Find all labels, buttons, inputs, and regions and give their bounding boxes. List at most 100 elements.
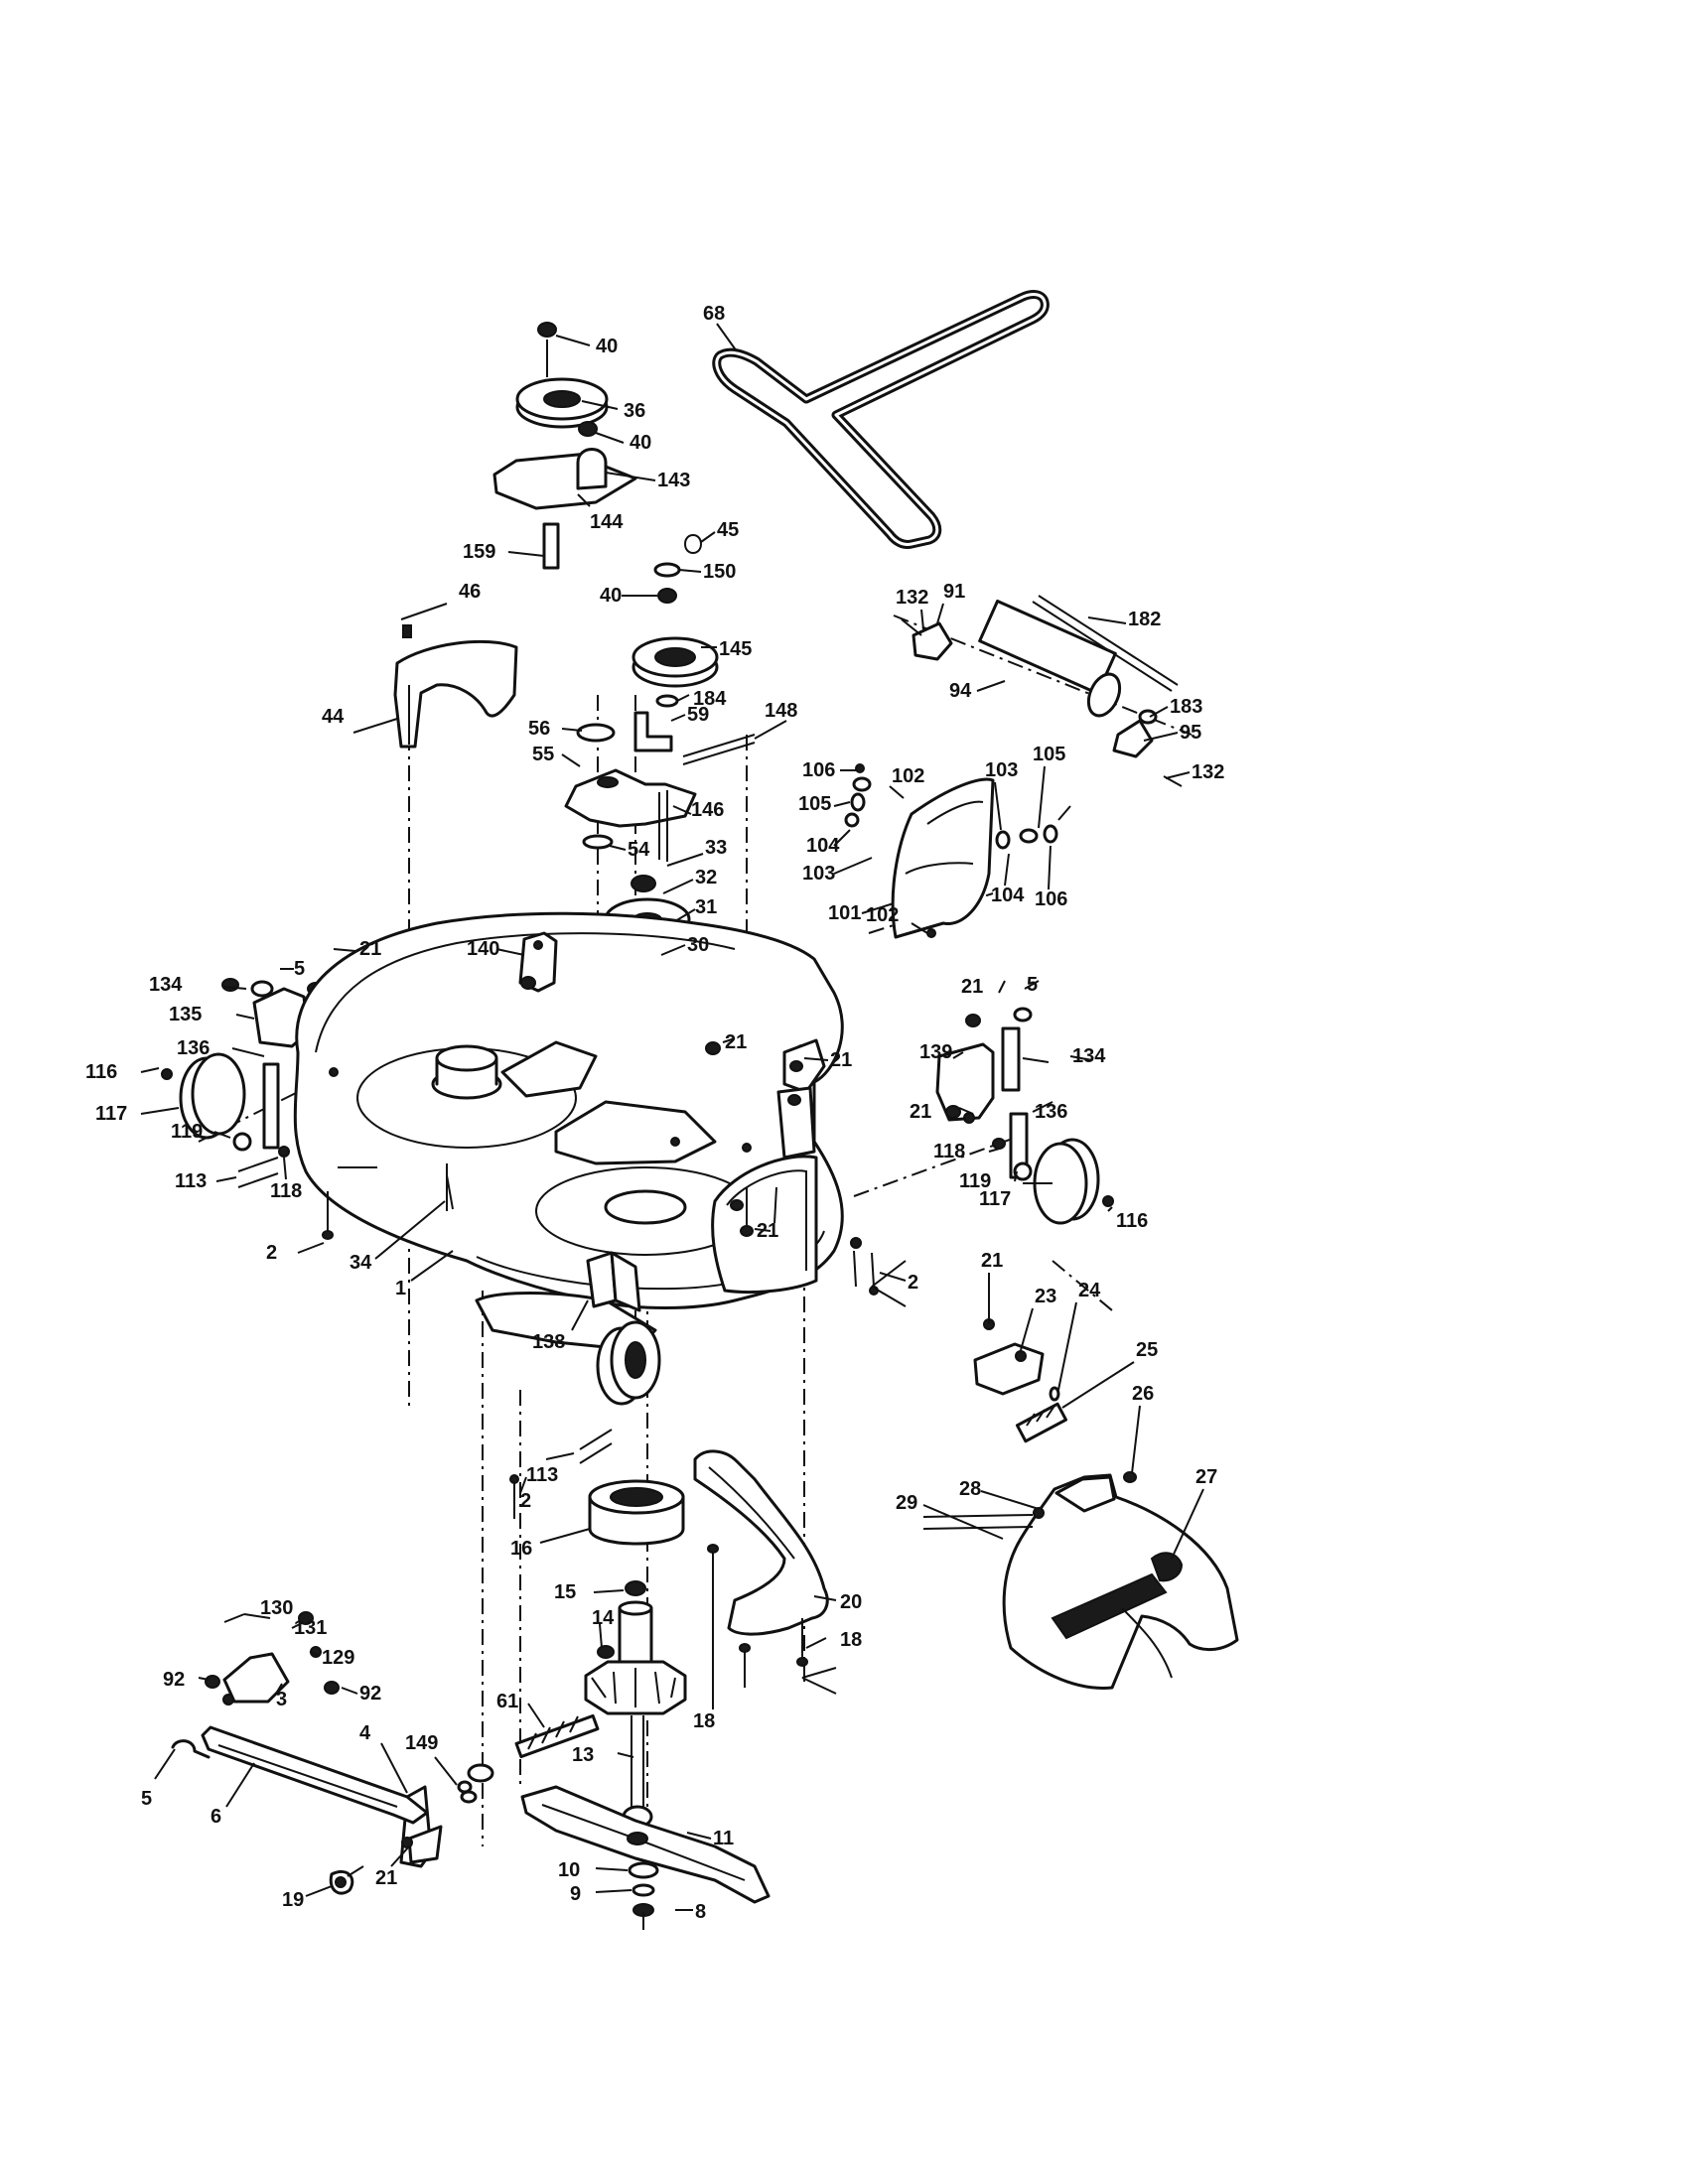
callout-104b: 104 [991, 885, 1025, 906]
callout-183: 183 [1170, 696, 1202, 718]
callout-21b: 21 [725, 1031, 747, 1053]
callout-30: 30 [687, 934, 709, 956]
callout-61: 61 [496, 1691, 518, 1712]
callout-92a: 92 [163, 1669, 185, 1691]
callout-136a: 136 [177, 1037, 210, 1059]
callout-143: 143 [657, 470, 690, 491]
lift-link-3 [205, 1611, 340, 1706]
callout-21c: 21 [830, 1049, 852, 1071]
callout-5a: 5 [294, 958, 305, 980]
callout-140: 140 [467, 938, 499, 960]
callout-29: 29 [896, 1492, 917, 1514]
callout-21g: 21 [981, 1250, 1003, 1272]
callout-45: 45 [717, 519, 739, 541]
callout-102b: 102 [866, 904, 899, 926]
callout-144: 144 [590, 511, 624, 533]
callout-118b: 118 [933, 1141, 965, 1162]
callout-11: 11 [713, 1828, 734, 1849]
callout-136b: 136 [1035, 1101, 1067, 1123]
center-pulley-stack [632, 534, 719, 708]
callout-134a: 134 [149, 974, 183, 996]
idler-pulley-assembly [492, 322, 637, 570]
deflector-bracket-spring [973, 1300, 1068, 1443]
callout-18a: 18 [840, 1629, 862, 1651]
callout-148: 148 [765, 700, 797, 722]
discharge-chute [844, 763, 1071, 939]
callout-2c: 2 [520, 1490, 531, 1512]
callout-54: 54 [628, 839, 650, 861]
callout-21a: 21 [359, 938, 381, 960]
callout-40c: 40 [600, 585, 622, 607]
callout-150: 150 [703, 561, 736, 583]
callout-134b: 134 [1072, 1045, 1106, 1067]
callout-33: 33 [705, 837, 727, 859]
mower-blade-11 [520, 1785, 771, 1930]
belt-guard-right-20 [693, 1449, 837, 1698]
callout-131: 131 [294, 1617, 327, 1639]
callout-28: 28 [959, 1478, 981, 1500]
callout-68: 68 [703, 303, 725, 325]
callout-32: 32 [695, 867, 717, 888]
callout-95: 95 [1180, 722, 1201, 744]
callout-14: 14 [592, 1607, 615, 1629]
callout-56: 56 [528, 718, 550, 740]
callout-103b: 103 [802, 863, 835, 885]
callout-40b: 40 [630, 432, 651, 454]
callout-23: 23 [1035, 1286, 1056, 1307]
callout-182: 182 [1128, 609, 1161, 630]
lift-rod-6 [171, 1725, 429, 1895]
callout-21h: 21 [375, 1867, 397, 1889]
idler-bracket-assembly [564, 711, 756, 862]
blade-spindle-assembly [584, 1479, 687, 1715]
callout-130: 130 [260, 1597, 293, 1619]
callout-105: 105 [1033, 744, 1065, 765]
callout-132b: 132 [1192, 761, 1224, 783]
callout-55: 55 [532, 744, 554, 765]
callout-106: 106 [802, 759, 835, 781]
callout-46: 46 [459, 581, 481, 603]
callout-1: 1 [395, 1278, 406, 1299]
right-gauge-wheel-assembly [705, 1007, 1114, 1307]
callout-146: 146 [691, 799, 724, 821]
callout-102: 102 [892, 765, 924, 787]
callout-145: 145 [719, 638, 752, 660]
callout-119a: 119 [171, 1121, 203, 1143]
callout-118a: 118 [270, 1180, 302, 1202]
callout-184: 184 [693, 688, 727, 710]
callout-105b: 105 [798, 793, 831, 815]
drive-belt [712, 290, 1050, 549]
callout-159: 159 [463, 541, 495, 563]
callout-135: 135 [169, 1004, 202, 1025]
callout-91: 91 [943, 581, 965, 603]
callout-101: 101 [828, 902, 861, 924]
callout-117b: 117 [979, 1188, 1011, 1210]
callout-36: 36 [624, 400, 645, 422]
callout-94: 94 [949, 680, 972, 702]
callout-104: 104 [806, 835, 840, 857]
callout-132: 132 [896, 587, 928, 609]
callout-24: 24 [1078, 1280, 1101, 1301]
front-wheel-138 [586, 1251, 661, 1406]
callout-8: 8 [695, 1901, 706, 1923]
callout-2b: 2 [908, 1272, 918, 1294]
deflector-roller-assembly [901, 595, 1183, 787]
callout-25: 25 [1136, 1339, 1158, 1361]
callout-20: 20 [840, 1591, 862, 1613]
callout-21d: 21 [961, 976, 983, 998]
grass-deflector-27 [922, 1471, 1239, 1690]
callout-106b: 106 [1035, 888, 1067, 910]
callout-6: 6 [210, 1806, 221, 1828]
callout-44: 44 [322, 706, 345, 728]
callout-5c: 5 [141, 1788, 152, 1810]
callout-16: 16 [510, 1538, 532, 1560]
callout-59: 59 [687, 704, 709, 726]
callout-34: 34 [350, 1252, 372, 1274]
callout-119b: 119 [959, 1170, 991, 1192]
callout-3: 3 [276, 1689, 287, 1710]
callout-92b: 92 [359, 1683, 381, 1705]
callout-113a: 113 [175, 1170, 207, 1192]
callout-40: 40 [596, 336, 618, 357]
callout-27: 27 [1195, 1466, 1217, 1488]
